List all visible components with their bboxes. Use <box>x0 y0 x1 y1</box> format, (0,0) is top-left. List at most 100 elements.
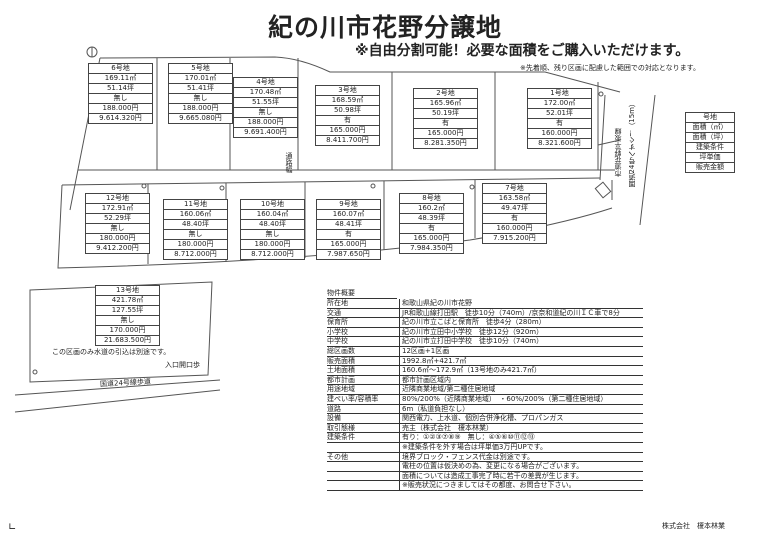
lot-price: 21.683.500円 <box>103 336 152 344</box>
spec-key <box>327 472 399 482</box>
spec-key: 取引態様 <box>327 424 399 434</box>
spec-key: 用途地域 <box>327 385 399 395</box>
spec-value: 12区画+1区画 <box>399 346 643 357</box>
lot-name: 10号地 <box>241 200 304 210</box>
corner-mark: ∟ <box>8 522 17 533</box>
spec-key: 所在地 <box>327 299 399 309</box>
spec-key: 交通 <box>327 309 399 319</box>
lot-tsubo: 49.47坪 <box>483 204 546 214</box>
lot-unit-price: 180.000円 <box>86 234 149 244</box>
lot-unit-price: 165.000円 <box>400 234 463 244</box>
entrance-label: 入口開口歩 <box>165 361 200 369</box>
spec-key: 保育所 <box>327 318 399 328</box>
legend-box: 号地 面積（㎡） 面積（坪） 建築条件 坪単価 販売金額 <box>685 112 735 173</box>
lot-condition: 有 <box>483 214 546 224</box>
lot-price: 7.984.350円 <box>410 244 453 252</box>
lot-sqm: 172.91㎡ <box>86 204 149 214</box>
spec-value: JR和歌山線打田駅 徒歩10分（740m）/京奈和道紀の川ＩＣ車で8分 <box>399 308 643 319</box>
spec-value: 近隣商業地域/第二種住居地域 <box>399 385 643 395</box>
lot-tsubo: 51.55坪 <box>234 98 297 108</box>
lot-name: 2号地 <box>414 89 477 99</box>
lot13-boundary <box>29 281 213 383</box>
spec-key: 中学校 <box>327 337 399 347</box>
spec-row: 中学校紀の川市立打田中学校 徒歩10分（740m） <box>327 337 643 347</box>
spec-row: 面積については造成工事完了時に若干の差異が生じます。 <box>327 471 643 482</box>
lot-unit-price: 188.000円 <box>169 104 232 114</box>
lot-unit-price: 165.000円 <box>414 129 477 139</box>
lot-price: 8.281.350円 <box>424 139 467 147</box>
spec-value: 面積については造成工事完了時に若干の差異が生じます。 <box>399 471 643 482</box>
lot-tsubo: 48.40坪 <box>164 220 227 230</box>
spec-key: 販売面積 <box>327 357 399 367</box>
spec-row: ※販売状況につきましてはその都度、お問合せ下さい。 <box>327 481 643 491</box>
lot-tsubo: 48.41坪 <box>317 220 380 230</box>
spec-key <box>327 462 399 472</box>
lot-condition: 無し <box>164 230 227 240</box>
lot-sqm: 170.48㎡ <box>234 88 297 98</box>
spec-value: 境界ブロック・フェンス代金は別途です。 <box>399 452 643 463</box>
legend-item: 号地 <box>686 113 734 123</box>
spec-key <box>327 443 399 453</box>
lot-sqm: 160.07㎡ <box>317 210 380 220</box>
city-road-label: 市道花野平坂線 <box>614 128 622 177</box>
lot-condition: 有 <box>317 230 380 240</box>
spec-value: 売主（株式会社 榎本林業） <box>399 423 643 434</box>
lot-name: 6号地 <box>89 64 152 74</box>
company-name: 株式会社 榎本林業 <box>662 522 725 530</box>
note: ※先着順、残り区画に配慮した範囲での対応となります。 <box>520 64 700 72</box>
lot-unit-price: 160.000円 <box>528 129 591 139</box>
lot-condition: 無し <box>241 230 304 240</box>
lot-price: 7.987.650円 <box>327 250 370 258</box>
lot-sqm: 170.01㎡ <box>169 74 232 84</box>
spec-value: 都市計画区域内 <box>399 375 643 386</box>
lot-name: 12号地 <box>86 194 149 204</box>
spec-value: ※販売状況につきましてはその都度、お問合せ下さい。 <box>399 481 643 491</box>
top-boundary <box>99 56 621 93</box>
legend-item: 建築条件 <box>686 143 734 153</box>
spec-value: 6m（私道負担なし） <box>399 404 643 415</box>
spec-value: 電柱の位置は仮決めの為、変更になる場合がございます。 <box>399 462 643 472</box>
spec-value: ※建築条件を外す場合は坪単価3万円UPです。 <box>399 442 643 453</box>
spec-value: 紀の川市立打田中学校 徒歩10分（740m） <box>399 337 643 347</box>
lot-sqm: 160.2㎡ <box>400 204 463 214</box>
lot-tsubo: 51.41坪 <box>169 84 232 94</box>
lot-condition: 有 <box>316 116 379 126</box>
lot-sqm: 160.06㎡ <box>164 210 227 220</box>
spec-row: 都市計画都市計画区域内 <box>327 375 643 386</box>
lot-name: 13号地 <box>96 286 159 296</box>
lot-tsubo: 48.40坪 <box>241 220 304 230</box>
spec-key: 設備 <box>327 414 399 424</box>
spec-value: 160.6㎡～172.9㎡（13号地のみ421.7㎡） <box>399 366 643 376</box>
lot-unit-price: 170.000円 <box>96 326 159 336</box>
lot-sqm: 172.00㎡ <box>528 99 591 109</box>
lot-name: 11号地 <box>164 200 227 210</box>
lot-price: 7.915.200円 <box>493 234 536 242</box>
lot-tsubo: 50.19坪 <box>414 109 477 119</box>
lot-tsubo: 127.55坪 <box>96 306 159 316</box>
spec-key: 建ぺい率/容積率 <box>327 395 399 405</box>
legend-item: 面積（㎡） <box>686 123 734 133</box>
spec-row: 電柱の位置は仮決めの為、変更になる場合がございます。 <box>327 462 643 472</box>
lot-unit-price: 188.000円 <box>234 118 297 128</box>
lot-price: 8.411.700円 <box>326 136 369 144</box>
lot-name: 7号地 <box>483 184 546 194</box>
lot-tsubo: 48.39坪 <box>400 214 463 224</box>
spec-row: 保育所紀の川市立こばと保育所 徒歩4分（280m） <box>327 318 643 328</box>
lot-name: 4号地 <box>234 78 297 88</box>
spec-value: 和歌山県紀の川市花野 <box>399 299 643 309</box>
spec-row: その他境界ブロック・フェンス代金は別途です。 <box>327 452 643 463</box>
spec-key: 土地面積 <box>327 366 399 376</box>
spec-key: 総区画数 <box>327 347 399 357</box>
lot-tsubo: 50.98坪 <box>316 106 379 116</box>
lot-sqm: 160.04㎡ <box>241 210 304 220</box>
lot-price: 9.665.080円 <box>179 114 222 122</box>
spec-row: ※建築条件を外す場合は坪単価3万円UPです。 <box>327 442 643 453</box>
lot-price: 9.614.320円 <box>99 114 142 122</box>
